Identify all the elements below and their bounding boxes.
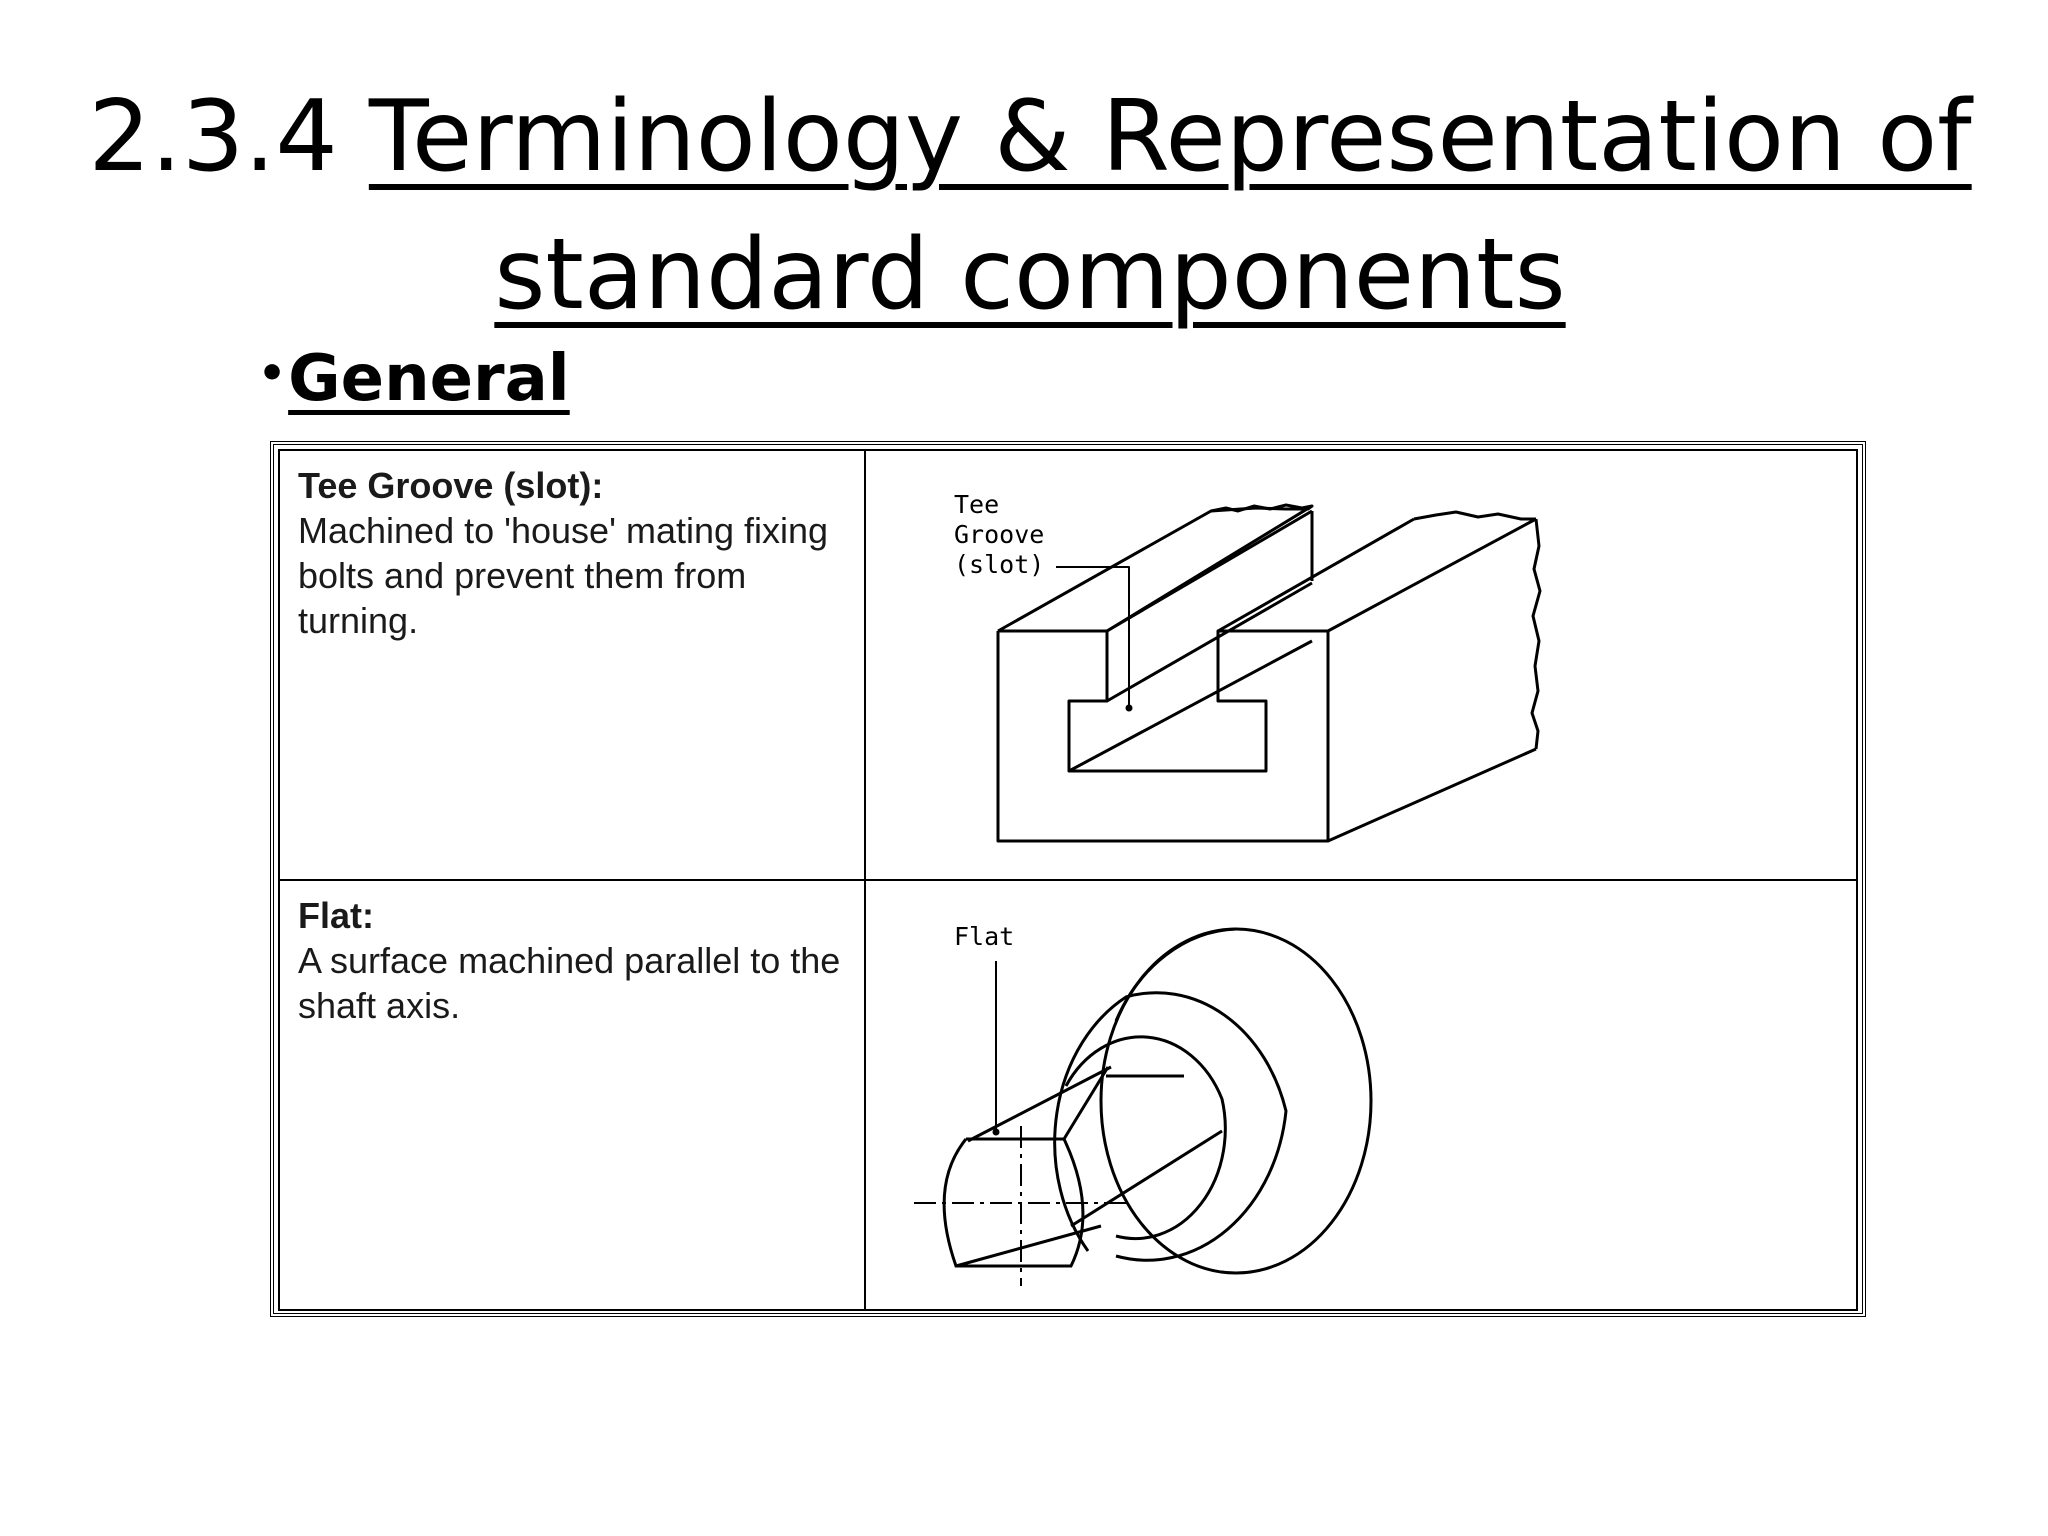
bullet-general: •General [258, 332, 570, 421]
figure-label-line: Groove [954, 520, 1044, 549]
shaft-flat-drawing: Flat [914, 922, 1373, 1286]
term-text-cell: Tee Groove (slot): Machined to 'house' m… [278, 449, 866, 881]
figure-label-line: Flat [954, 922, 1014, 951]
bullet-text: General [288, 342, 570, 416]
term-text-cell: Flat: A surface machined parallel to the… [278, 879, 866, 1311]
term-figure-cell: Flat [864, 879, 1858, 1311]
term-name: Flat: [298, 895, 374, 936]
term-description: A surface machined parallel to the shaft… [298, 940, 841, 1026]
title-line-1: Terminology & Representation of [368, 80, 1972, 194]
bullet-dot: • [258, 348, 287, 399]
term-description: Machined to 'house' mating fixing bolts … [298, 510, 829, 641]
slide-title: 2.3.4 Terminology & Representation of st… [60, 68, 2000, 344]
term-name: Tee Groove (slot): [298, 465, 604, 506]
title-number: 2.3.4 [88, 80, 338, 194]
table-row: Tee Groove (slot): Machined to 'house' m… [278, 449, 1858, 881]
figure-label-line: Tee [954, 490, 999, 519]
title-line-2: standard components [494, 218, 1566, 332]
figure-label-line: (slot) [954, 550, 1044, 579]
term-figure-cell: Tee Groove (slot) [864, 449, 1858, 881]
table-row: Flat: A surface machined parallel to the… [278, 879, 1858, 1311]
table-frame [270, 441, 1866, 1317]
tee-groove-drawing: Tee Groove (slot) [954, 490, 1542, 843]
terminology-table: Tee Groove (slot): Machined to 'house' m… [278, 449, 1858, 1311]
